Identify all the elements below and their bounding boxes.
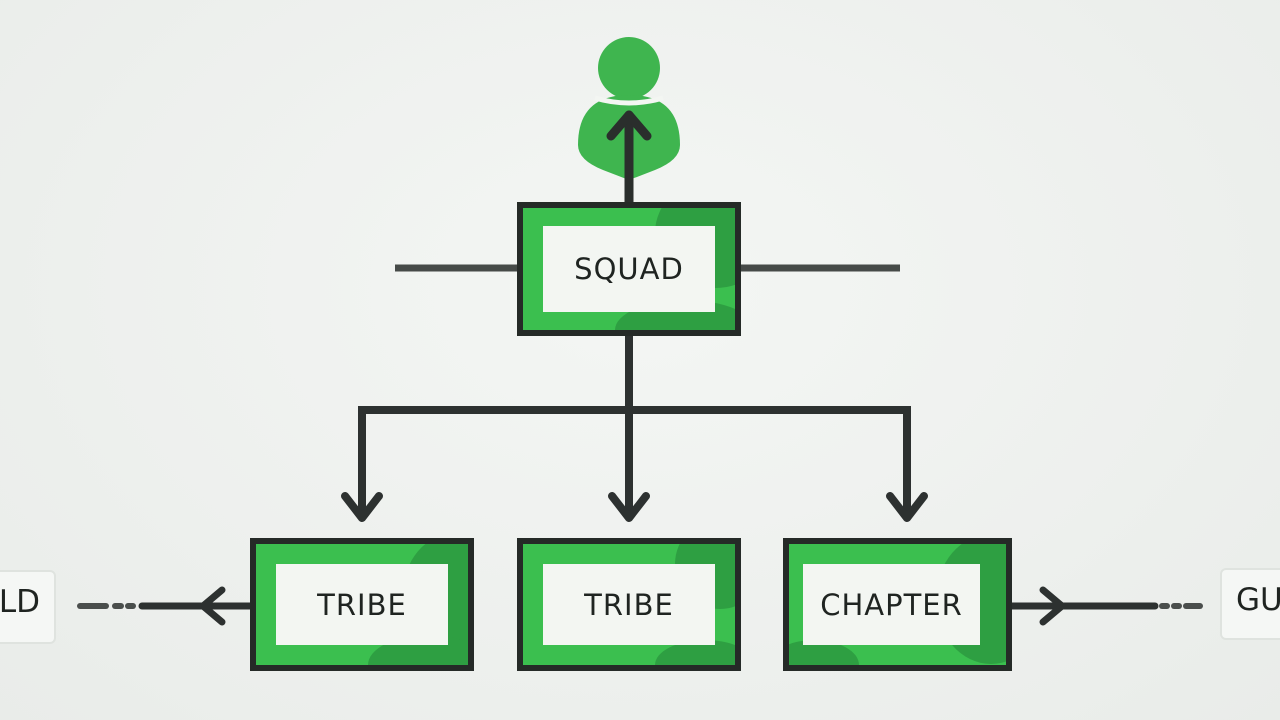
left-edge-box[interactable]: LD bbox=[0, 570, 56, 644]
right-edge-label: GU bbox=[1236, 582, 1280, 618]
left-edge-label: LD bbox=[0, 584, 40, 620]
tribe-center-node[interactable]: TRIBE bbox=[517, 538, 741, 671]
right-outgoing-arrow bbox=[1006, 586, 1203, 626]
squad-label: SQUAD bbox=[574, 252, 684, 286]
squad-up-arrow bbox=[606, 110, 652, 210]
chapter-node[interactable]: CHAPTER bbox=[783, 538, 1012, 671]
tree-arrowheads bbox=[341, 492, 928, 522]
tribe-left-node[interactable]: TRIBE bbox=[250, 538, 474, 671]
right-edge-box[interactable]: GU bbox=[1220, 568, 1280, 640]
left-outgoing-arrow bbox=[77, 586, 256, 626]
tree-connector bbox=[358, 328, 911, 516]
chapter-label: CHAPTER bbox=[820, 587, 963, 622]
squad-node[interactable]: SQUAD bbox=[517, 202, 741, 336]
tribe-center-label: TRIBE bbox=[584, 587, 674, 622]
tribe-left-label: TRIBE bbox=[317, 587, 407, 622]
